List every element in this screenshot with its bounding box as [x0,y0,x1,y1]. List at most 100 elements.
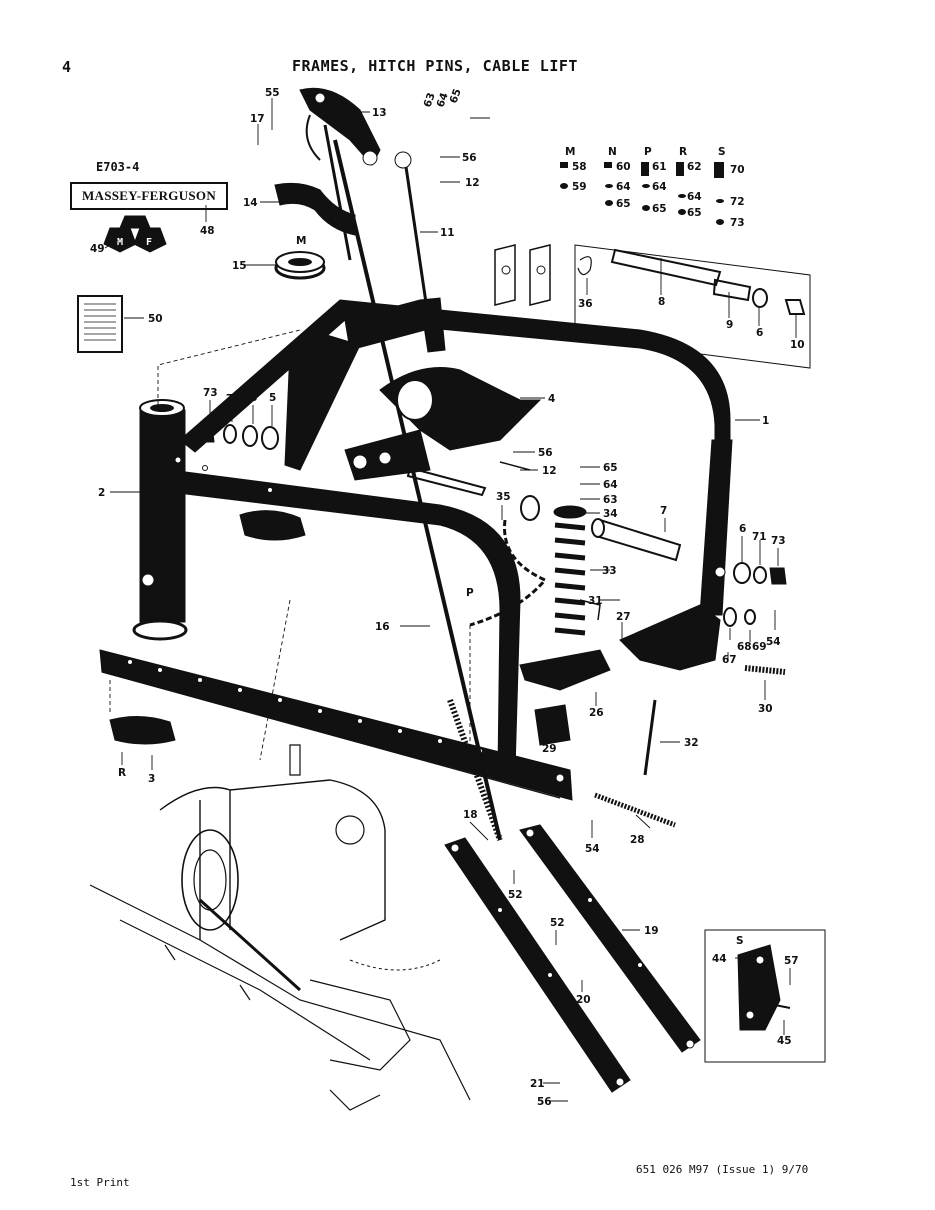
callout: 17 [250,113,265,125]
hitch-bolts [534,665,786,828]
spring-part-33 [553,505,587,636]
variant-item: 65 [687,207,702,219]
callout: 65 [448,87,464,105]
massey-ferguson-nameplate: MASSEY-FERGUSON [70,182,228,210]
link-rod-11 [394,151,446,353]
mf-emblem: M F [103,215,167,253]
callout: 73 [771,535,786,547]
callout: 30 [758,703,773,715]
callout: 68 [737,641,752,653]
page-title: FRAMES, HITCH PINS, CABLE LIFT [292,57,578,75]
variant-item: 60 [616,161,631,173]
callout: 15 [232,260,247,272]
callout: 28 [630,834,645,846]
callout: 1 [762,415,769,427]
variant-item: 64 [687,191,702,203]
callout: 52 [550,917,565,929]
page-number: 4 [62,58,72,76]
callout: 55 [265,87,280,99]
print-note: 1st Print [70,1176,130,1189]
callout: P [466,587,474,599]
callout: R [118,767,126,779]
variant-item: 73 [730,217,745,229]
washers-right [723,562,787,627]
callout: 48 [200,225,215,237]
callout: 11 [440,227,455,239]
hitch-frame [99,299,733,801]
callout-labels: 55 17 13 63 64 65 56 12 14 11 48 49 15 M… [90,87,805,1108]
lower-links [444,824,701,1093]
emblem-letter-m: M [117,237,123,248]
callout: 64 [435,91,451,109]
lift-cable [333,139,503,842]
washers-left [197,424,279,450]
variant-letter: N [608,146,617,158]
lift-lever [299,87,381,261]
callout: 64 [603,479,618,491]
callout: 45 [777,1035,792,1047]
variant-letter: R [679,146,687,158]
callout: 57 [784,955,799,967]
variant-letter: P [644,146,652,158]
callout: 56 [537,1096,552,1108]
variant-item: 58 [572,161,587,173]
callout: 56 [462,152,477,164]
callout: 35 [496,491,511,503]
callout: 67 [722,654,737,666]
decal-part-50 [77,295,123,353]
callout: 6 [739,523,746,535]
callout: 32 [684,737,699,749]
variant-item: 61 [652,161,667,173]
callout: 31 [588,595,603,607]
callout: 54 [585,843,600,855]
callout: 21 [530,1078,545,1090]
callout: 12 [465,177,480,189]
pin-part-12 [406,461,531,497]
callout-leaders [104,98,797,1102]
callout: 5 [269,392,276,404]
reference-code: E703-4 [96,160,140,174]
variant-item: 72 [730,196,745,208]
callout: 9 [726,319,733,331]
callout: 13 [372,107,387,119]
hitch-latch [519,599,721,691]
callout: N [335,355,349,367]
callout: 12 [542,465,557,477]
callout: 73 [203,387,218,399]
collar-part-15 [274,251,326,280]
callout: 49 [90,243,105,255]
variant-item: 65 [652,203,667,215]
callout: 2 [98,487,105,499]
variant-table: M 58 59 N 60 64 65 P 61 64 65 R 62 64 65… [560,146,745,229]
frame-brackets [494,244,592,306]
callout: 65 [603,462,618,474]
callout: 10 [790,339,805,351]
variant-item: 59 [572,181,587,193]
callout: 8 [658,296,665,308]
grip-handle [109,510,306,745]
callout: 63 [422,91,438,109]
callout: 7 [660,505,667,517]
arm-part-14 [274,182,356,236]
callout: 69 [752,641,767,653]
callout: 63 [603,494,618,506]
inset-box-bracket [704,929,826,1063]
dashed-leaders [109,329,471,761]
variant-letter: M [565,146,575,158]
callout: 6 [250,392,257,404]
variant-item: 64 [616,181,631,193]
callout: 34 [603,508,618,520]
variant-item: 64 [652,181,667,193]
callout: 26 [589,707,604,719]
variant-item: 65 [616,198,631,210]
callout: 56 [538,447,553,459]
safety-chain [469,495,548,627]
callout: M [296,235,306,247]
document-code: 651 026 M97 (Issue 1) 9/70 [636,1163,809,1176]
callout: 20 [576,994,591,1006]
callout: 33 [602,565,617,577]
callout: 4 [548,393,555,405]
callout: 52 [508,889,523,901]
callout: 50 [148,313,163,325]
